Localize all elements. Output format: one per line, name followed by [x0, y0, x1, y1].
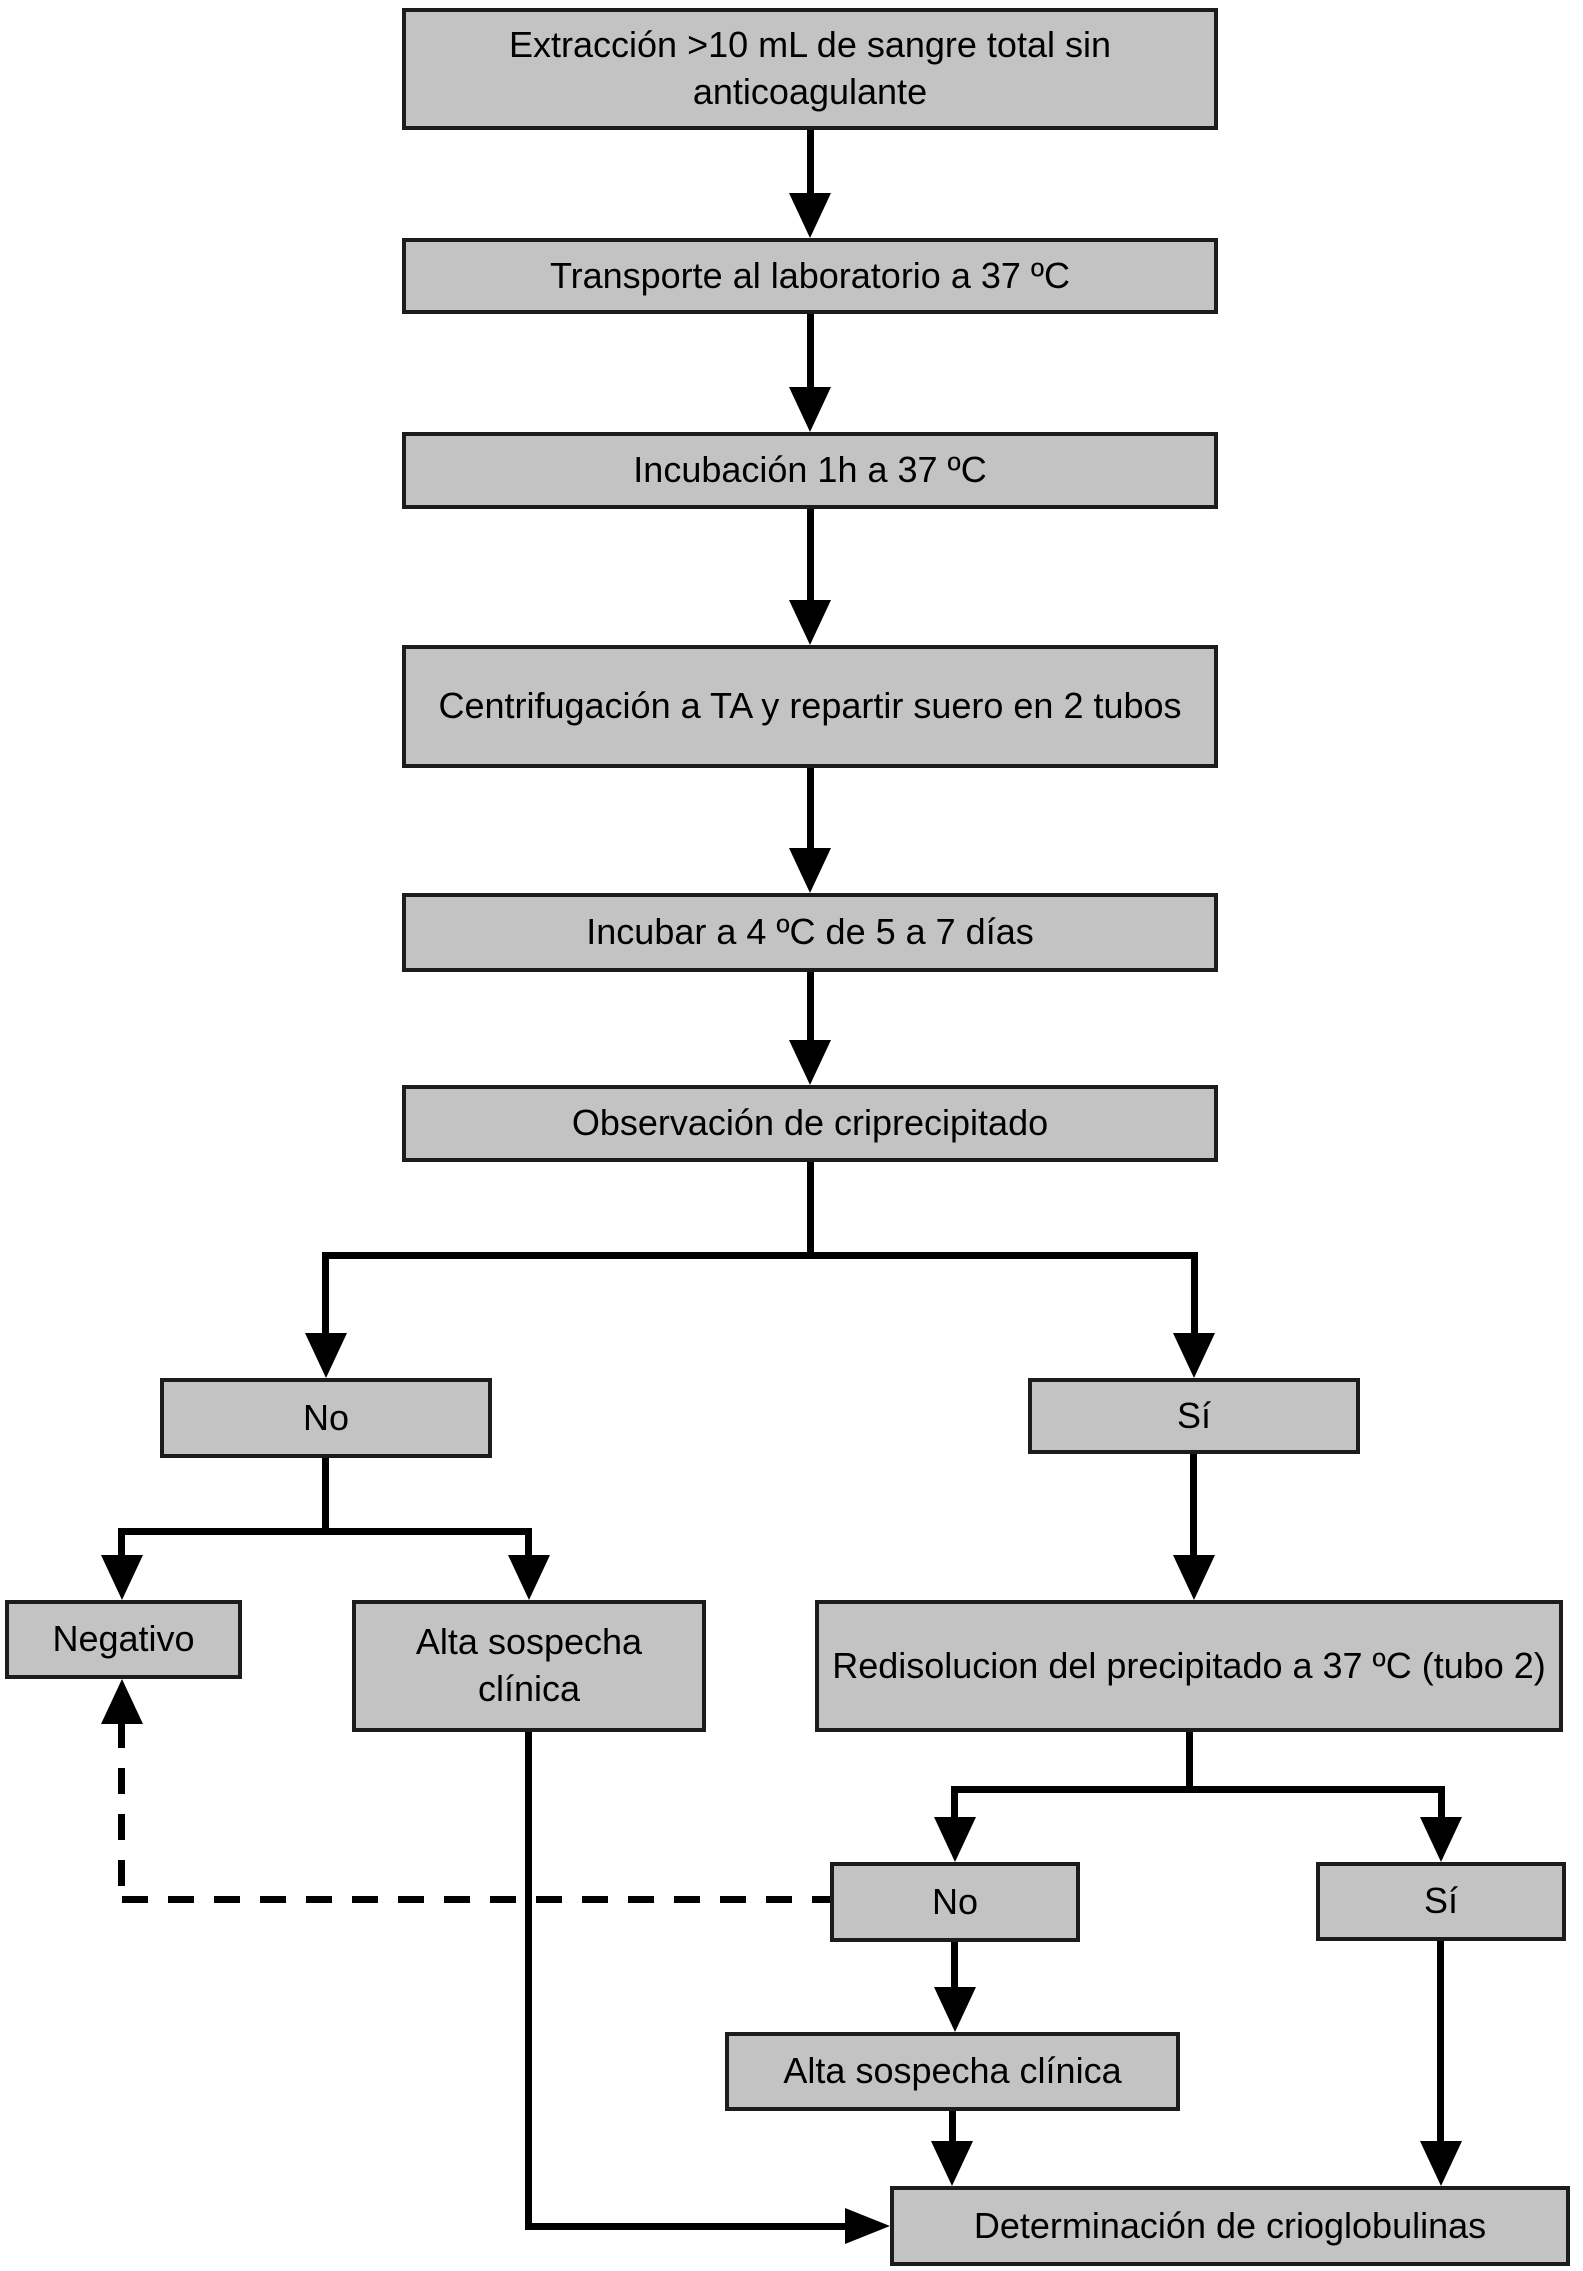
- edge-alta1-determinacion-horizontal-line: [525, 2223, 845, 2230]
- node-extraccion: Extracción >10 mL de sangre total sin an…: [402, 8, 1218, 130]
- split2-right-drop-line: [525, 1528, 532, 1558]
- edge-incubar-observacion-arrowhead: [789, 1040, 831, 1085]
- node-si1: Sí: [1028, 1378, 1360, 1454]
- node-observacion: Observación de criprecipitado: [402, 1085, 1218, 1162]
- node-centrifugacion: Centrifugación a TA y repartir suero en …: [402, 645, 1218, 768]
- edge-si1-redisolucion-line: [1190, 1454, 1197, 1558]
- node-alta-sospecha-1: Alta sospecha clínica: [352, 1600, 706, 1732]
- edge-transporte-incubacion-line: [807, 314, 814, 392]
- node-no1: No: [160, 1378, 492, 1458]
- split1-right-arrowhead: [1173, 1333, 1215, 1378]
- split1-left-drop-line: [322, 1252, 329, 1336]
- edge-extraccion-transporte-line: [807, 130, 814, 200]
- node-redisolucion: Redisolucion del precipitado a 37 ºC (tu…: [815, 1600, 1563, 1732]
- edge-centrifugacion-incubar-arrowhead: [789, 848, 831, 893]
- node-alta-sospecha-1-label: Alta sospecha clínica: [415, 1621, 643, 1709]
- split1-left-arrowhead: [305, 1333, 347, 1378]
- node-negativo-label: Negativo: [52, 1618, 195, 1660]
- node-alta-sospecha-2-label: Alta sospecha clínica: [783, 2050, 1122, 2092]
- edge-extraccion-transporte-arrowhead: [789, 193, 831, 238]
- node-extraccion-label: Extracción >10 mL de sangre total sin an…: [509, 24, 1111, 112]
- split1-stem-line: [807, 1162, 814, 1259]
- split3-horizontal-line: [951, 1786, 1445, 1793]
- split3-right-arrowhead: [1420, 1817, 1462, 1862]
- split2-left-drop-line: [118, 1528, 125, 1558]
- node-observacion-label: Observación de criprecipitado: [571, 1102, 1049, 1144]
- dashed-no2-negativo-horizontal-line: [122, 1896, 830, 1903]
- node-determinacion-label: Determinación de crioglobulinas: [973, 2204, 1487, 2246]
- edge-incubar-observacion-line: [807, 972, 814, 1044]
- split1-horizontal-line: [322, 1252, 1198, 1259]
- edge-si2-determinacion-line: [1437, 1941, 1444, 2146]
- edge-alta2-determinacion-arrowhead: [931, 2141, 973, 2186]
- edge-incubacion-centrifugacion-line: [807, 509, 814, 604]
- split2-stem-line: [322, 1458, 329, 1535]
- node-centrifugacion-label: Centrifugación a TA y repartir suero en …: [438, 685, 1182, 727]
- node-si2: Sí: [1316, 1862, 1566, 1941]
- split2-left-arrowhead: [101, 1555, 143, 1600]
- split3-left-arrowhead: [934, 1817, 976, 1862]
- edge-alta1-determinacion-arrowhead: [845, 2208, 890, 2244]
- node-si2-label: Sí: [1423, 1880, 1458, 1922]
- split3-right-drop-line: [1438, 1786, 1445, 1820]
- node-incubar-label: Incubar a 4 ºC de 5 a 7 días: [586, 911, 1034, 953]
- node-determinacion: Determinación de crioglobulinas: [890, 2186, 1570, 2266]
- node-no1-label: No: [302, 1396, 350, 1438]
- node-incubacion: Incubación 1h a 37 ºC: [402, 432, 1218, 509]
- node-incubacion-label: Incubación 1h a 37 ºC: [633, 449, 987, 491]
- node-transporte-label: Transporte al laboratorio a 37 ºC: [549, 254, 1071, 296]
- node-transporte: Transporte al laboratorio a 37 ºC: [402, 238, 1218, 314]
- node-negativo: Negativo: [5, 1600, 242, 1679]
- split1-right-drop-line: [1191, 1252, 1198, 1336]
- edge-alta2-determinacion-line: [949, 2111, 956, 2146]
- node-alta-sospecha-2: Alta sospecha clínica: [725, 2032, 1180, 2111]
- edge-no2-alta2-arrowhead: [934, 1987, 976, 2032]
- edge-si2-determinacion-arrowhead: [1420, 2141, 1462, 2186]
- node-incubar: Incubar a 4 ºC de 5 a 7 días: [402, 893, 1218, 972]
- edge-incubacion-centrifugacion-arrowhead: [789, 600, 831, 645]
- edge-si1-redisolucion-arrowhead: [1173, 1555, 1215, 1600]
- edge-transporte-incubacion-arrowhead: [789, 387, 831, 432]
- dashed-no2-negativo-vertical-line: [118, 1722, 125, 1902]
- node-no2: No: [830, 1862, 1080, 1942]
- edge-no2-alta2-line: [951, 1942, 958, 1992]
- split2-right-arrowhead: [508, 1555, 550, 1600]
- edge-centrifugacion-incubar-line: [807, 768, 814, 853]
- dashed-no2-negativo-arrowhead: [101, 1679, 143, 1724]
- split2-horizontal-line: [118, 1528, 532, 1535]
- node-no2-label: No: [931, 1880, 979, 1922]
- edge-alta1-determinacion-vertical-line: [525, 1732, 532, 2230]
- node-redisolucion-label: Redisolucion del precipitado a 37 ºC (tu…: [832, 1644, 1546, 1686]
- node-si1-label: Sí: [1176, 1394, 1211, 1436]
- split3-stem-line: [1186, 1732, 1193, 1792]
- split3-left-drop-line: [951, 1786, 958, 1820]
